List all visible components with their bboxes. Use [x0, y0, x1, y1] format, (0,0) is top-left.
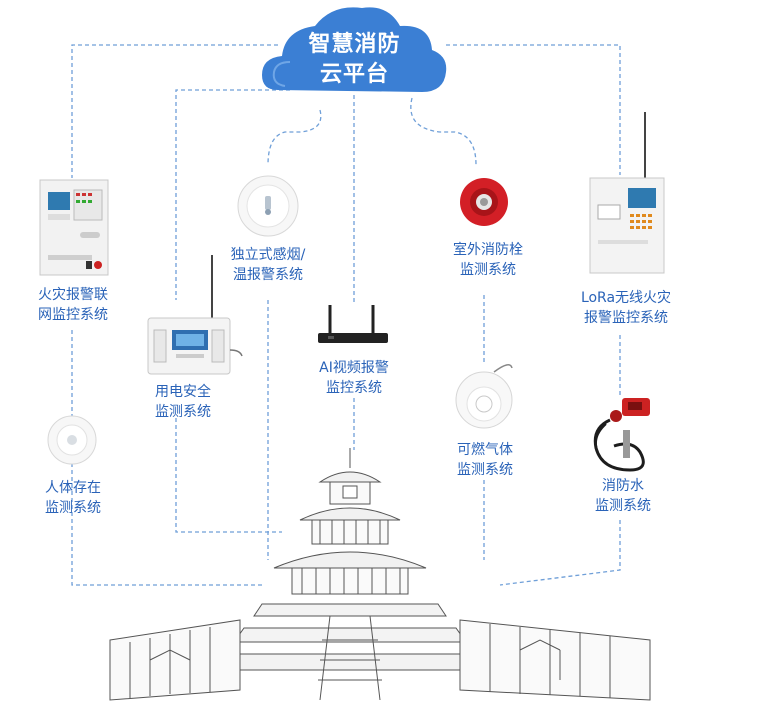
- label-ai-video: AI视频报警 监控系统: [304, 358, 404, 398]
- label-gas: 可燃气体 监测系统: [440, 440, 530, 480]
- label-human: 人体存在 监测系统: [28, 478, 118, 518]
- label-smoke-line1: 独立式感烟/: [230, 247, 306, 263]
- label-hydrant-line2: 监测系统: [460, 262, 516, 278]
- temple-of-heaven-illustration: [109, 448, 651, 701]
- label-smoke-line2: 温报警系统: [233, 267, 303, 283]
- cloud-title: 智慧消防 云平台: [292, 30, 417, 90]
- label-electric-line2: 监测系统: [155, 404, 211, 420]
- fire-alarm-panel-icon: [39, 179, 109, 276]
- label-water-line1: 消防水: [602, 478, 644, 494]
- label-gas-line2: 监测系统: [457, 462, 513, 478]
- label-smoke: 独立式感烟/ 温报警系统: [218, 245, 318, 285]
- cloud-title-line1: 智慧消防: [308, 32, 401, 57]
- label-electric-line1: 用电安全: [155, 384, 211, 400]
- label-human-line2: 监测系统: [45, 500, 101, 516]
- smoke-detector-icon: [237, 175, 299, 237]
- label-hydrant-line1: 室外消防栓: [453, 242, 523, 258]
- gas-detector-icon: [455, 364, 513, 429]
- label-ai-video-line2: 监控系统: [326, 380, 382, 396]
- label-lora-line2: 报警监控系统: [584, 310, 668, 326]
- label-gas-line1: 可燃气体: [457, 442, 513, 458]
- lora-panel-icon: [589, 112, 665, 274]
- hydrant-monitor-icon: [460, 178, 508, 226]
- fire-water-monitor-icon: [593, 398, 650, 472]
- label-water-line2: 监测系统: [595, 498, 651, 514]
- label-fire-alarm-line2: 网监控系统: [38, 307, 108, 323]
- electrical-monitor-icon: [147, 255, 243, 375]
- cloud-icon: [262, 7, 447, 93]
- label-fire-alarm: 火灾报警联 网监控系统: [28, 285, 118, 325]
- label-hydrant: 室外消防栓 监测系统: [438, 240, 538, 280]
- label-fire-alarm-line1: 火灾报警联: [38, 287, 108, 303]
- connection-lines: [71, 44, 621, 586]
- ai-video-box-icon: [318, 305, 388, 343]
- cloud-title-line2: 云平台: [319, 62, 389, 87]
- label-lora: LoRa无线火灾 报警监控系统: [566, 288, 686, 328]
- label-lora-line1: LoRa无线火灾: [580, 290, 672, 306]
- label-human-line1: 人体存在: [45, 480, 101, 496]
- human-presence-sensor-icon: [47, 415, 97, 465]
- label-water: 消防水 监测系统: [578, 476, 668, 516]
- label-electric: 用电安全 监测系统: [138, 382, 228, 422]
- label-ai-video-line1: AI视频报警: [319, 360, 389, 376]
